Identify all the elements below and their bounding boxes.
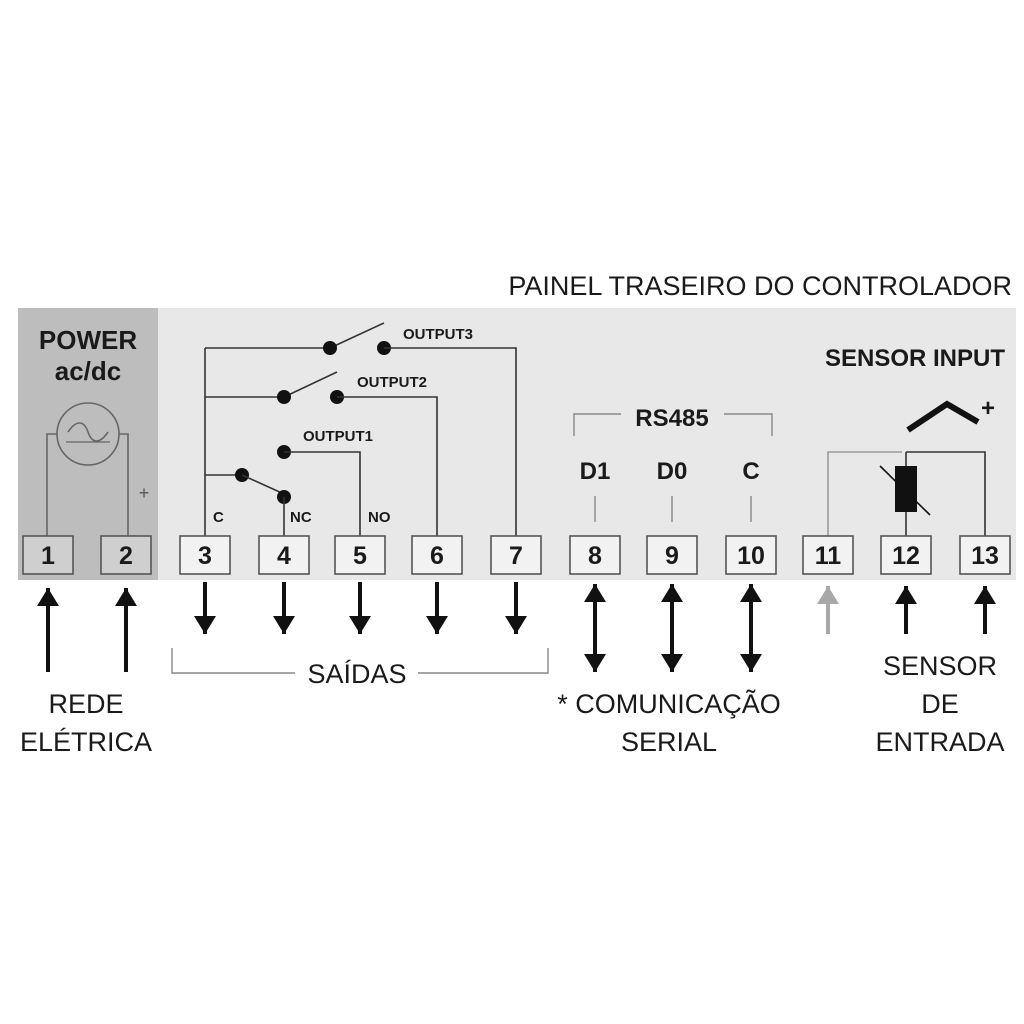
- terminal-12-box: [880, 535, 932, 575]
- sensor-input-title: SENSOR INPUT: [825, 345, 1005, 372]
- power-arrow-2: [115, 588, 137, 672]
- output-arrow-7: [505, 582, 527, 634]
- terminal-11-box: [802, 535, 854, 575]
- power-arrow-1: [37, 588, 59, 672]
- comunicacao-caption-line2: SERIAL: [621, 727, 717, 757]
- power-plus-sign: +: [139, 483, 150, 503]
- saidas-caption: SAÍDAS: [307, 659, 406, 689]
- rede-caption-line1: REDE: [48, 689, 123, 719]
- rs485-d0-label: D0: [657, 458, 688, 485]
- terminal-4-box: [258, 535, 310, 575]
- terminal-3-label: 3: [198, 542, 212, 570]
- nc-contact-label: NC: [290, 509, 312, 526]
- terminal-4-label: 4: [277, 542, 291, 570]
- terminal-1-box: [22, 535, 74, 575]
- thermocouple-plus-sign: +: [981, 395, 995, 422]
- terminal-8-box: [569, 535, 621, 575]
- no-contact-label: NO: [368, 509, 391, 526]
- terminal-12-label: 12: [892, 542, 920, 570]
- arrow-layer: [37, 582, 996, 672]
- terminal-6-label: 6: [430, 542, 444, 570]
- ac-source-icon: [46, 402, 129, 540]
- output-arrow-3: [194, 582, 216, 634]
- rs485-bracket: [573, 413, 773, 522]
- terminal-8-label: 8: [588, 542, 602, 570]
- common-contact-label: C: [213, 509, 224, 526]
- back-panel: [18, 308, 1016, 580]
- terminal-9-label: 9: [665, 542, 679, 570]
- terminal-5-label: 5: [353, 542, 367, 570]
- output-arrow-4: [273, 582, 295, 634]
- serial-arrow-10: [740, 584, 762, 672]
- sensor-arrow-12: [895, 586, 917, 634]
- sensor-caption-line2: DE: [921, 689, 959, 719]
- relay-wiring: [204, 322, 517, 540]
- terminal-10-box: [725, 535, 777, 575]
- serial-arrow-8: [584, 584, 606, 672]
- rs485-d1-label: D1: [580, 458, 611, 485]
- saidas-bracket: [171, 648, 549, 674]
- rtd-resistor-icon: [879, 465, 931, 516]
- rede-caption-line2: ELÉTRICA: [20, 727, 152, 757]
- output-arrow-6: [426, 582, 448, 634]
- terminal-11-label: 11: [815, 542, 842, 570]
- power-label: POWER: [39, 325, 137, 355]
- terminal-2-box: [100, 535, 152, 575]
- power-panel: [18, 308, 158, 580]
- terminal-7-label: 7: [509, 542, 523, 570]
- terminal-2-label: 2: [119, 542, 133, 570]
- terminal-10-label: 10: [737, 542, 765, 570]
- terminal-3-box: [179, 535, 231, 575]
- sensor-arrow-11: [817, 586, 839, 634]
- rs485-title: RS485: [635, 405, 708, 432]
- terminal-5-box: [334, 535, 386, 575]
- sensor-caption-line3: ENTRADA: [875, 727, 1004, 757]
- output-arrow-5: [349, 582, 371, 634]
- output1-label: OUTPUT1: [303, 428, 373, 445]
- serial-arrow-9: [661, 584, 683, 672]
- power-type-label: ac/dc: [55, 356, 122, 386]
- rs485-c-label: C: [742, 458, 759, 485]
- sensor-arrow-13: [974, 586, 996, 634]
- sensor-caption-line1: SENSOR: [883, 651, 997, 681]
- comunicacao-caption-line1: * COMUNICAÇÃO: [557, 688, 781, 719]
- terminal-9-box: [646, 535, 698, 575]
- output3-label: OUTPUT3: [403, 326, 473, 343]
- terminal-13-box: [959, 535, 1011, 575]
- terminal-13-label: 13: [971, 542, 999, 570]
- thermocouple-icon: [906, 400, 980, 433]
- terminal-1-label: 1: [41, 542, 55, 570]
- terminal-6-box: [411, 535, 463, 575]
- panel-title: PAINEL TRASEIRO DO CONTROLADOR: [508, 271, 1012, 301]
- output2-label: OUTPUT2: [357, 374, 427, 391]
- terminal-7-box: [490, 535, 542, 575]
